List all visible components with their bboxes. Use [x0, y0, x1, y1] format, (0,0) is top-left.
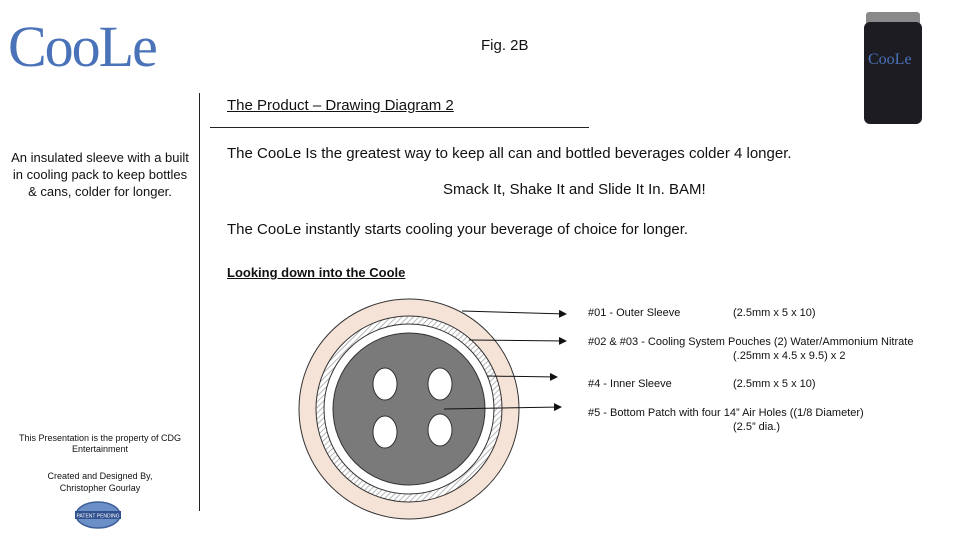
- callout-arrow-outer-sleeve: [461, 309, 567, 318]
- logo-text: CooLe: [8, 14, 158, 79]
- callout-arrow-inner-sleeve: [486, 372, 558, 381]
- callout-label: #01 - Outer Sleeve: [588, 307, 681, 319]
- badge-ribbon: [75, 511, 121, 519]
- sidebar-divider: [199, 93, 200, 511]
- air-hole: [427, 413, 453, 447]
- credits: Created and Designed By, Christopher Gou…: [10, 470, 190, 494]
- intro-paragraph: The CooLe Is the greatest way to keep al…: [227, 145, 792, 162]
- callout-arrow-bottom-patch: [443, 403, 562, 412]
- koozie-logo: CooLe: [868, 51, 912, 68]
- callout-dims: (2.5mm x 5 x 10): [733, 378, 816, 390]
- credit-name: Christopher Gourlay: [59, 483, 141, 493]
- page-title: The Product – Drawing Diagram 2: [227, 97, 454, 114]
- callout-label: #5 - Bottom Patch with four 14” Air Hole…: [588, 407, 864, 419]
- callout-label: #02 & #03 - Cooling System Pouches (2) W…: [588, 336, 914, 348]
- callout-arrow-cooling-pouches: [468, 336, 567, 345]
- property-note: This Presentation is the property of CDG…: [18, 433, 182, 454]
- cooling-paragraph: The CooLe instantly starts cooling your …: [227, 221, 689, 238]
- figure-label: Fig. 2B: [481, 37, 529, 54]
- sidebar-tagline: An insulated sleeve with a built in cool…: [11, 150, 189, 199]
- coole-logo: CooLe: [8, 8, 188, 86]
- product-photo: CooLe: [864, 12, 922, 124]
- callout-dims: (.25mm x 4.5 x 9.5) x 2: [733, 350, 846, 362]
- air-hole: [427, 367, 453, 401]
- credit-line: Created and Designed By,: [47, 471, 153, 481]
- patent-pending-badge: PATENT PENDING: [75, 501, 121, 529]
- callout-label: #4 - Inner Sleeve: [588, 378, 672, 390]
- air-hole: [372, 415, 398, 449]
- badge-text: PATENT PENDING: [76, 514, 119, 520]
- callout-dims: (2.5” dia.): [733, 421, 781, 433]
- slogan: Smack It, Shake It and Slide It In. BAM!: [443, 181, 706, 198]
- title-rule: [210, 127, 589, 128]
- koozie-body: [864, 22, 922, 124]
- callout-dims: (2.5mm x 5 x 10): [733, 307, 816, 319]
- diagram-subheading: Looking down into the Coole: [227, 265, 406, 280]
- air-hole: [372, 367, 398, 401]
